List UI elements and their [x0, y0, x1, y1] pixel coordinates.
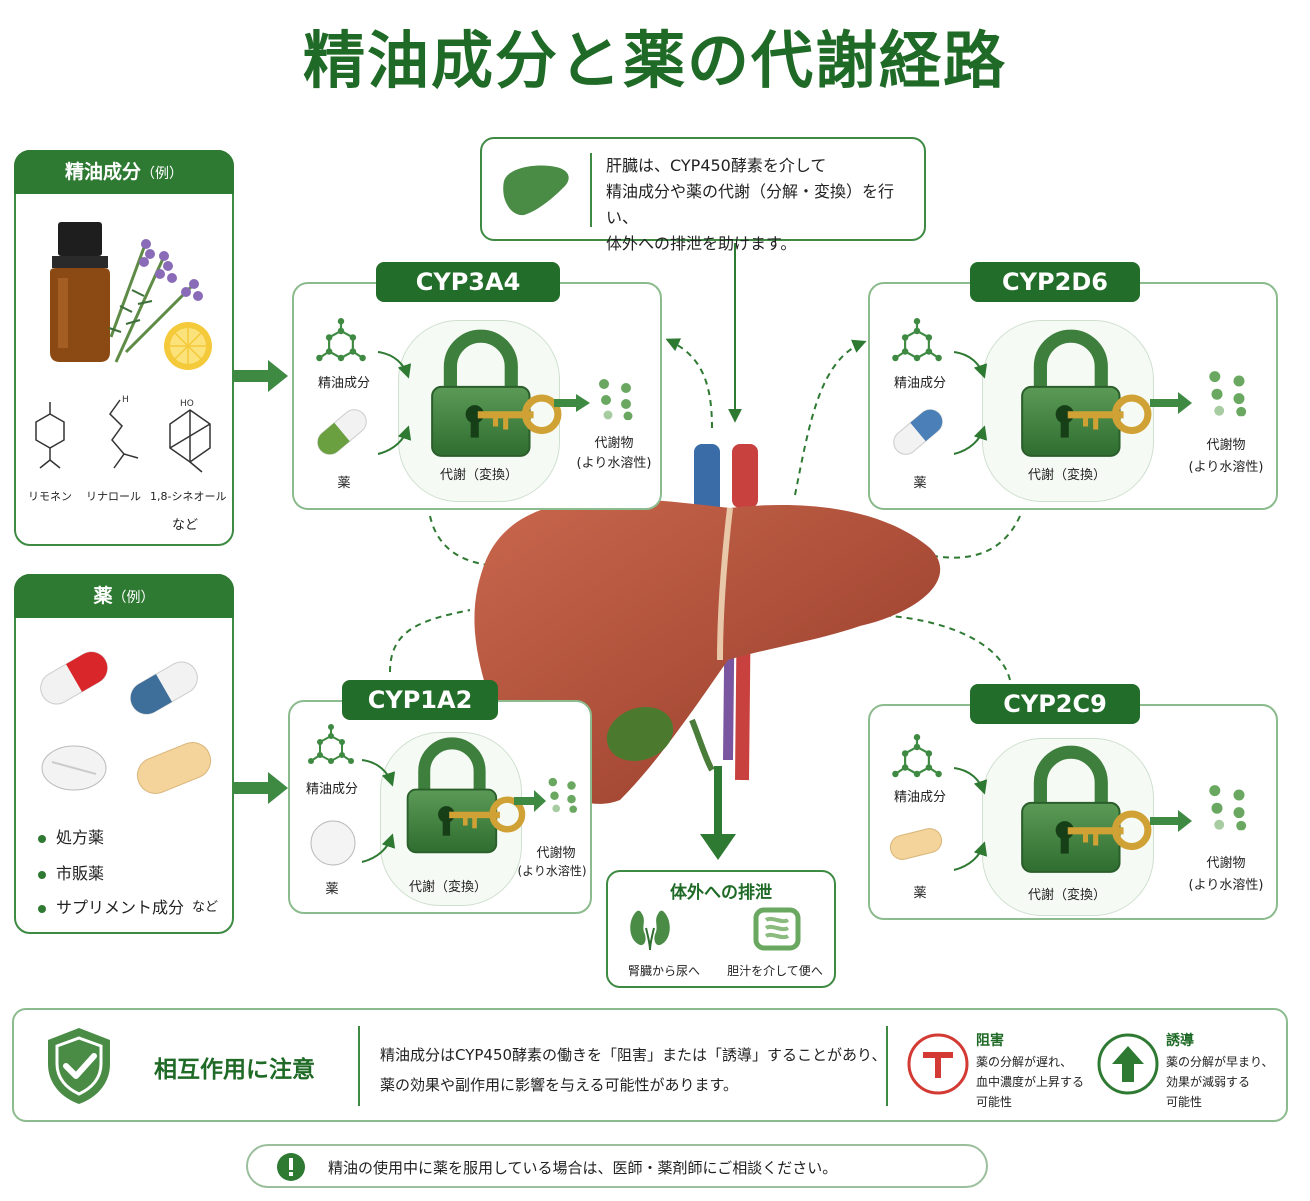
arrow-drugs-to-cyp1a2	[234, 772, 288, 804]
metabolite-dots-icon	[596, 376, 636, 420]
drug-item-otc: 市販薬	[38, 860, 104, 884]
lock-key-icon	[422, 328, 564, 460]
cyp2d6-input-drug: 薬	[913, 476, 927, 491]
drug-etc: など	[192, 900, 219, 915]
cyp1a2-input-drug: 薬	[325, 882, 339, 897]
footer-note-text: 精油の使用中に薬を服用している場合は、医師・薬剤師にご相談ください。	[328, 1159, 838, 1177]
cineole-structure-icon: HO	[169, 399, 211, 473]
oval-tablet-icon	[889, 828, 943, 860]
tablet-icon	[310, 820, 356, 866]
pills-icon	[40, 651, 212, 794]
lock-key-icon	[398, 736, 528, 856]
inhibit-desc-2: 血中濃度が上昇する	[976, 1075, 1085, 1089]
inhibit-title: 阻害	[976, 1033, 1004, 1049]
cyp2c9-output: 代謝物	[1206, 856, 1246, 871]
inhibit-icon	[907, 1033, 969, 1095]
shield-check-icon	[48, 1028, 110, 1104]
cyp1a2-process: 代謝（変換）	[408, 880, 487, 895]
cyp3a4-output: 代謝物	[594, 436, 634, 451]
cyp2c9-input-drug: 薬	[913, 886, 927, 901]
induce-title: 誘導	[1166, 1033, 1194, 1049]
cyp3a4-card: CYP3A4 精油成分 薬 代謝（変換） 代謝物 (より水溶性)	[292, 262, 662, 510]
lock-key-icon	[1012, 744, 1154, 876]
induce-arrow-up-icon	[1097, 1033, 1159, 1095]
compound-label-cineole: 1,8-シネオール	[150, 490, 227, 503]
cyp2d6-label: CYP2D6	[970, 262, 1140, 302]
cyp2c9-process: 代謝（変換）	[1027, 888, 1106, 903]
cyp3a4-process: 代謝（変換）	[439, 468, 518, 483]
metabolite-dots-icon	[1206, 776, 1250, 836]
molecule-icon	[314, 318, 368, 372]
caution-panel: 相互作用に注意 精油成分はCYP450酵素の働きを「阻害」または「誘導」すること…	[12, 1008, 1288, 1122]
oil-bottle-icon	[50, 222, 212, 370]
cyp2d6-process: 代謝（変換）	[1027, 468, 1106, 483]
inhibit-desc-3: 可能性	[976, 1095, 1013, 1109]
liver-info-box: 肝臓は、CYP450酵素を介して 精油成分や薬の代謝（分解・変換）を行い、 体外…	[480, 137, 926, 253]
essential-oils-heading: 精油成分（例）	[14, 150, 234, 194]
cyp3a4-input-oil: 精油成分	[317, 376, 370, 391]
cyp2d6-output: 代謝物	[1206, 438, 1246, 453]
inhibit-desc-1: 薬の分解が遅れ、	[976, 1055, 1073, 1069]
cyp3a4-label: CYP3A4	[376, 262, 560, 302]
cyp3a4-input-drug: 薬	[337, 476, 351, 491]
excretion-heading: 体外への排泄	[670, 883, 772, 903]
lock-key-icon	[1012, 328, 1154, 460]
liver-icon	[503, 165, 569, 216]
induce-desc-3: 可能性	[1166, 1095, 1203, 1109]
cyp1a2-input-oil: 精油成分	[305, 782, 358, 797]
intestine-icon	[753, 907, 801, 951]
page-title: 精油成分と薬の代謝経路	[302, 24, 1007, 97]
svg-text:H: H	[122, 395, 129, 405]
cyp1a2-output-note: (より水溶性)	[517, 864, 587, 878]
compound-label-limonene: リモネン	[28, 490, 72, 503]
liver-info-line3: 体外への排泄を助けます。	[606, 234, 797, 253]
drugs-panel: 薬（例） 処方薬 市販薬 サプリメント成分 など	[14, 574, 234, 934]
molecule-icon	[890, 734, 944, 788]
compound-etc: など	[172, 518, 199, 533]
cyp2c9-output-note: (より水溶性)	[1188, 878, 1264, 893]
drug-item-prescription: 処方薬	[38, 824, 104, 848]
cyp2d6-card: CYP2D6 精油成分 薬 代謝（変換） 代謝物 (より水溶性)	[868, 262, 1278, 510]
liver-info-line1: 肝臓は、CYP450酵素を介して	[606, 156, 827, 175]
arrow-oils-to-cyp3a4	[234, 360, 288, 392]
cyp2c9-label: CYP2C9	[970, 684, 1140, 724]
excretion-kidney-label: 腎臓から尿へ	[627, 964, 700, 978]
drug-item-supplement: サプリメント成分	[38, 894, 184, 918]
molecule-icon	[306, 724, 356, 774]
drugs-heading: 薬（例）	[14, 574, 234, 618]
limonene-structure-icon	[35, 402, 65, 469]
excretion-bile-label: 胆汁を介して便へ	[727, 964, 823, 978]
capsule-icon	[317, 409, 367, 455]
exclamation-icon	[277, 1153, 305, 1181]
excretion-box: 体外への排泄 腎臓から尿へ 胆汁を介して便へ	[606, 870, 836, 988]
metabolite-dots-icon	[546, 774, 580, 814]
svg-text:HO: HO	[180, 399, 194, 409]
essential-oils-panel: 精油成分（例） H HO リモネン リナロール 1,8-シネオール など	[14, 150, 234, 546]
molecule-icon	[890, 318, 944, 372]
metabolite-dots-icon	[1206, 364, 1250, 420]
cyp1a2-output: 代謝物	[536, 846, 576, 861]
compound-label-linalool: リナロール	[86, 490, 141, 503]
capsule-icon	[893, 409, 943, 455]
liver-info-line2: 精油成分や薬の代謝（分解・変換）を行い、	[606, 182, 895, 227]
cyp2c9-input-oil: 精油成分	[893, 790, 946, 805]
linalool-structure-icon: H	[109, 395, 139, 469]
cyp2d6-output-note: (より水溶性)	[1188, 460, 1264, 475]
cyp1a2-card: CYP1A2 精油成分 薬 代謝（変換） 代謝物 (より水溶性)	[288, 680, 592, 914]
cyp3a4-output-note: (より水溶性)	[576, 456, 652, 471]
cyp1a2-label: CYP1A2	[342, 680, 498, 720]
cyp2d6-input-oil: 精油成分	[893, 376, 946, 391]
kidney-icon	[630, 910, 670, 950]
induce-desc-1: 薬の分解が早まり、	[1166, 1055, 1274, 1069]
induce-desc-2: 効果が減弱する	[1166, 1075, 1251, 1089]
caution-line1: 精油成分はCYP450酵素の働きを「阻害」または「誘導」することがあり、	[380, 1046, 887, 1064]
caution-heading: 相互作用に注意	[154, 1057, 315, 1083]
caution-line2: 薬の効果や副作用に影響を与える可能性があります。	[380, 1076, 739, 1094]
cyp2c9-card: CYP2C9 精油成分 薬 代謝（変換） 代謝物 (より水溶性)	[868, 684, 1278, 920]
footer-note: 精油の使用中に薬を服用している場合は、医師・薬剤師にご相談ください。	[246, 1144, 988, 1188]
